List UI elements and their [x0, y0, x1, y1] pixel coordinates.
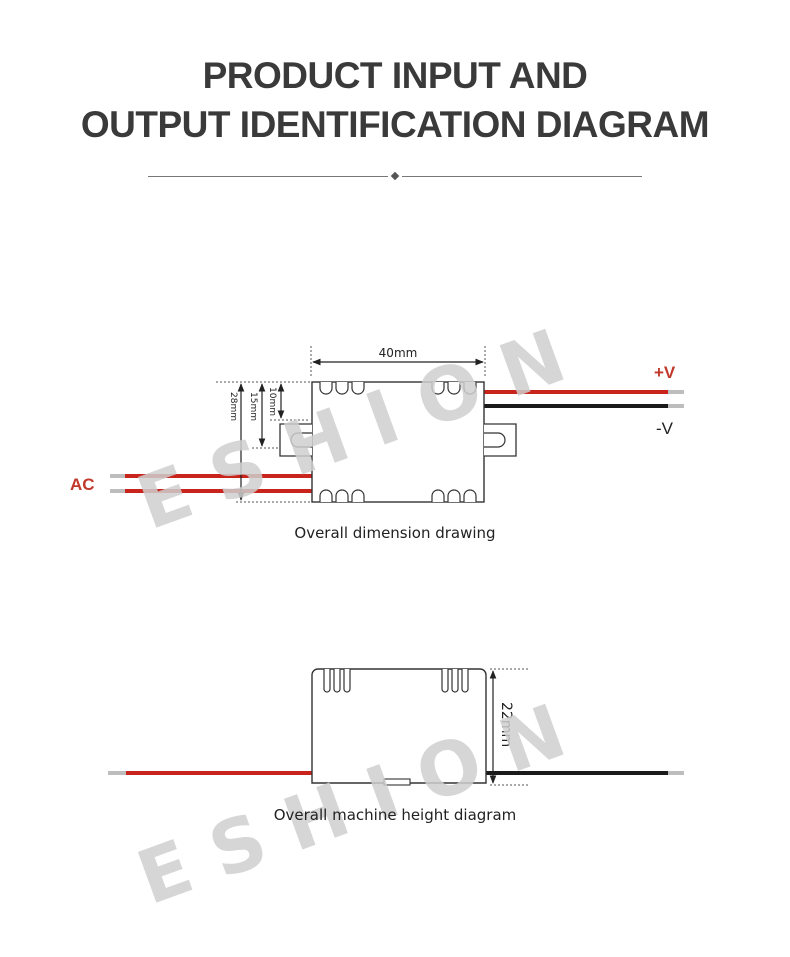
height-diagram-caption: Overall machine height diagram [273, 806, 517, 824]
top-vent-slots [319, 382, 477, 395]
dc-output-wires [484, 390, 684, 408]
height-drawing: 22mm [108, 668, 684, 786]
width-label: 40mm [379, 346, 418, 360]
dimension-drawing: AC +V -V [70, 346, 684, 503]
bottom-foot [383, 778, 411, 786]
module-body-side-view [311, 668, 487, 784]
height-dimensions [216, 381, 310, 503]
positive-output-label: +V [654, 363, 676, 382]
height-28-label: 28mm [228, 392, 238, 421]
page-title-line-2: OUTPUT IDENTIFICATION DIAGRAM [80, 104, 710, 145]
ac-label: AC [70, 475, 95, 494]
title-divider-right [402, 176, 642, 177]
side-height-dimension [489, 668, 530, 786]
side-vent-slots [323, 669, 469, 693]
left-mounting-tab [279, 423, 312, 457]
dimension-drawing-caption: Overall dimension drawing [294, 524, 496, 542]
ac-input-wires [110, 474, 312, 493]
height-10-label: 10mm [267, 387, 277, 416]
negative-output-label: -V [656, 419, 674, 438]
title-divider-left [148, 176, 388, 177]
side-height-label: 22mm [498, 702, 514, 747]
bottom-vent-slots [319, 489, 477, 502]
page-title-line-1: PRODUCT INPUT AND [202, 55, 588, 96]
width-dimension [310, 346, 486, 378]
right-mounting-tab [484, 423, 517, 457]
height-15-label: 15mm [248, 392, 258, 421]
